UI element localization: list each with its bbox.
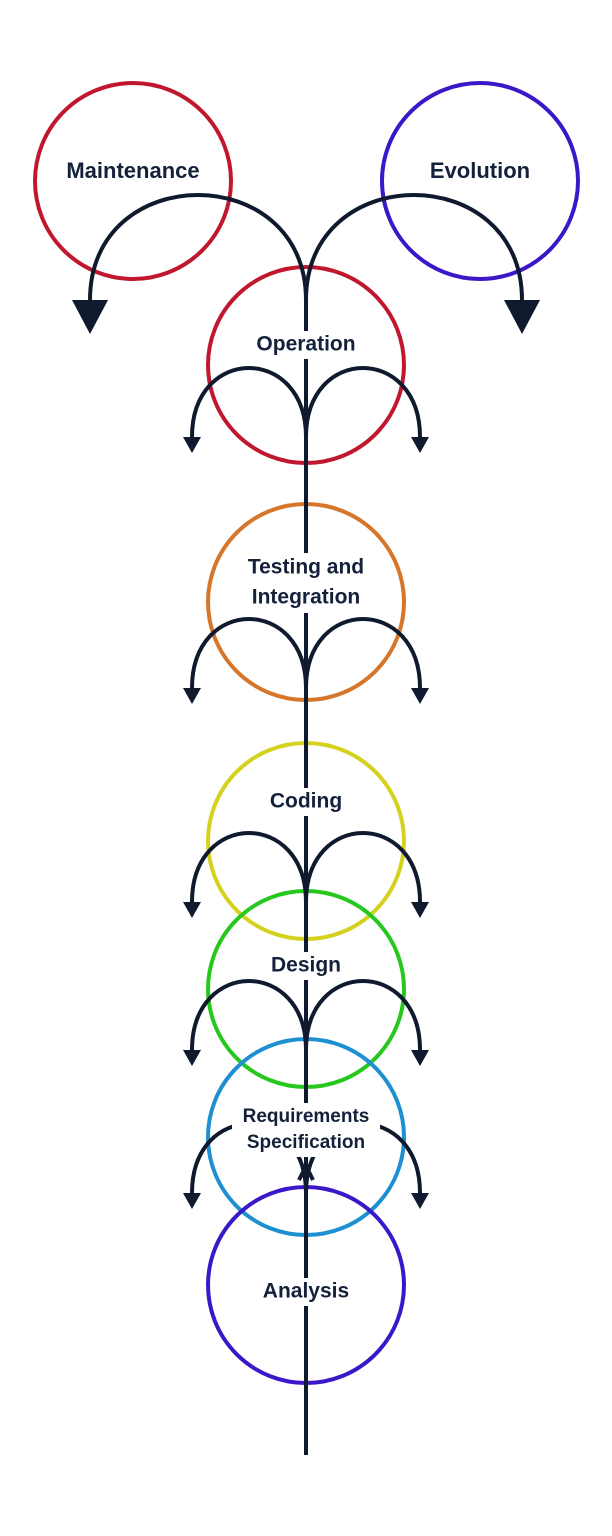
requirements-label-line2: Specification [247,1132,365,1153]
operation-label: Operation [256,333,355,356]
operation-fork-left [190,366,308,438]
coding-fork-left [190,831,308,903]
requirements-arrowhead-right-icon [411,1193,429,1209]
coding-arrowhead-right-icon [411,902,429,918]
testing-fork-right [304,617,422,689]
testing-fork-left [190,617,308,689]
coding-label-bg [262,788,350,816]
operation-arrowhead-right-icon [411,437,429,453]
testing-label-line2: Integration [252,586,361,609]
design-label-bg [264,952,348,980]
evolution-label-bg [425,158,535,186]
evolution-label: Evolution [430,158,530,183]
requirements-label-line1: Requirements [243,1106,370,1127]
design-label: Design [271,954,341,977]
requirements-arrowhead-left-icon [183,1193,201,1209]
operation-label-bg [246,331,366,359]
fork-arrow-maintenance [88,193,308,301]
design-fork-left [190,979,308,1051]
analysis-label-bg [254,1278,358,1306]
evolution-circle [380,81,580,281]
design-fork-right [304,979,422,1051]
testing-arrowhead-left-icon [183,688,201,704]
chevron-up-icon [297,1161,315,1181]
testing-arrowhead-right-icon [411,688,429,704]
maintenance-label-bg [60,158,206,186]
fork-arrow-evolution [304,193,524,301]
maintenance-label: Maintenance [66,158,199,183]
arrowhead-evolution-icon [504,300,540,334]
operation-arrowhead-left-icon [183,437,201,453]
requirements-label-bg [232,1103,380,1157]
operation-fork-right [304,366,422,438]
analysis-label: Analysis [263,1280,349,1303]
testing-label-bg [238,553,374,613]
testing-label-line1: Testing and [248,556,364,579]
arrowhead-maintenance-icon [72,300,108,334]
coding-arrowhead-left-icon [183,902,201,918]
design-arrowhead-left-icon [183,1050,201,1066]
coding-label: Coding [270,790,342,813]
maintenance-circle [33,81,233,281]
coding-fork-right [304,831,422,903]
design-arrowhead-right-icon [411,1050,429,1066]
